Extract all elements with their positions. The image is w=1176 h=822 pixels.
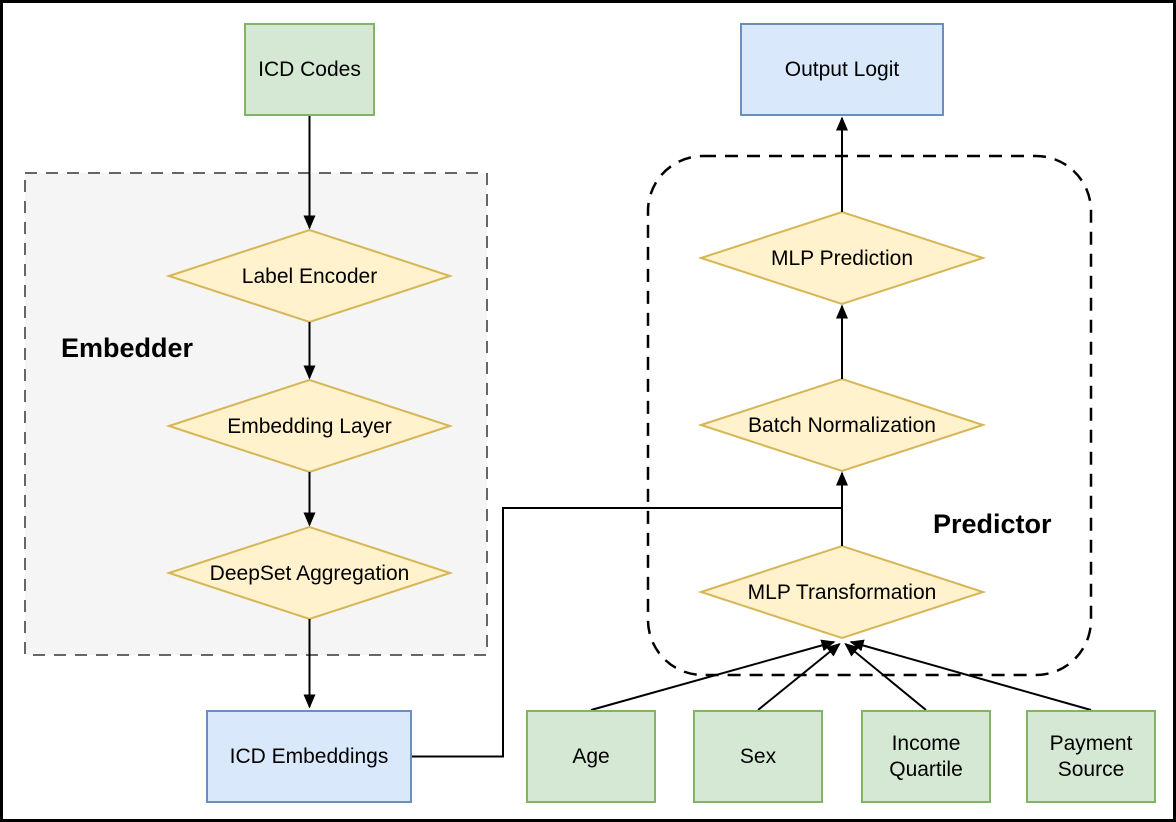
node-icd-codes: ICD Codes: [244, 23, 375, 116]
node-age: Age: [526, 710, 656, 803]
edge-icd-embeddings-to-batch-normalization: [412, 507, 842, 758]
node-payment-source-label: Payment Source: [1049, 731, 1133, 781]
deepset-aggregation-diamond: [165, 525, 454, 621]
node-sex: Sex: [693, 710, 823, 803]
node-icd-codes-label: ICD Codes: [258, 57, 361, 81]
edge-sex-to-mlp-transformation: [757, 643, 841, 711]
diagram-shapes-layer: [24, 116, 1093, 758]
node-age-label: Age: [572, 744, 610, 768]
node-icd-embeddings: ICD Embeddings: [206, 710, 412, 803]
mlp-prediction-diamond: [697, 210, 987, 306]
embedding-layer-diamond: [165, 378, 454, 474]
predictor-group-label: Predictor: [933, 509, 1052, 539]
edge-income-quartile-to-mlp-transformation: [844, 643, 927, 711]
node-output-logit: Output Logit: [740, 23, 944, 116]
node-payment-source: Payment Source: [1026, 710, 1156, 803]
node-icd-embeddings-label: ICD Embeddings: [229, 744, 389, 768]
edge-age-to-mlp-transformation: [590, 639, 836, 711]
embedder-group-label: Embedder: [61, 333, 194, 363]
node-income-quartile-label: Income Quartile: [889, 731, 963, 781]
predictor-group-box: [646, 154, 1093, 677]
node-sex-label: Sex: [739, 744, 777, 768]
edge-payment-source-to-mlp-transformation: [849, 639, 1092, 711]
label-encoder-diamond: [165, 228, 454, 324]
node-income-quartile: Income Quartile: [861, 710, 991, 803]
mlp-transformation-diamond: [697, 544, 987, 640]
node-output-logit-label: Output Logit: [784, 57, 900, 81]
batch-normalization-diamond: [697, 377, 987, 473]
